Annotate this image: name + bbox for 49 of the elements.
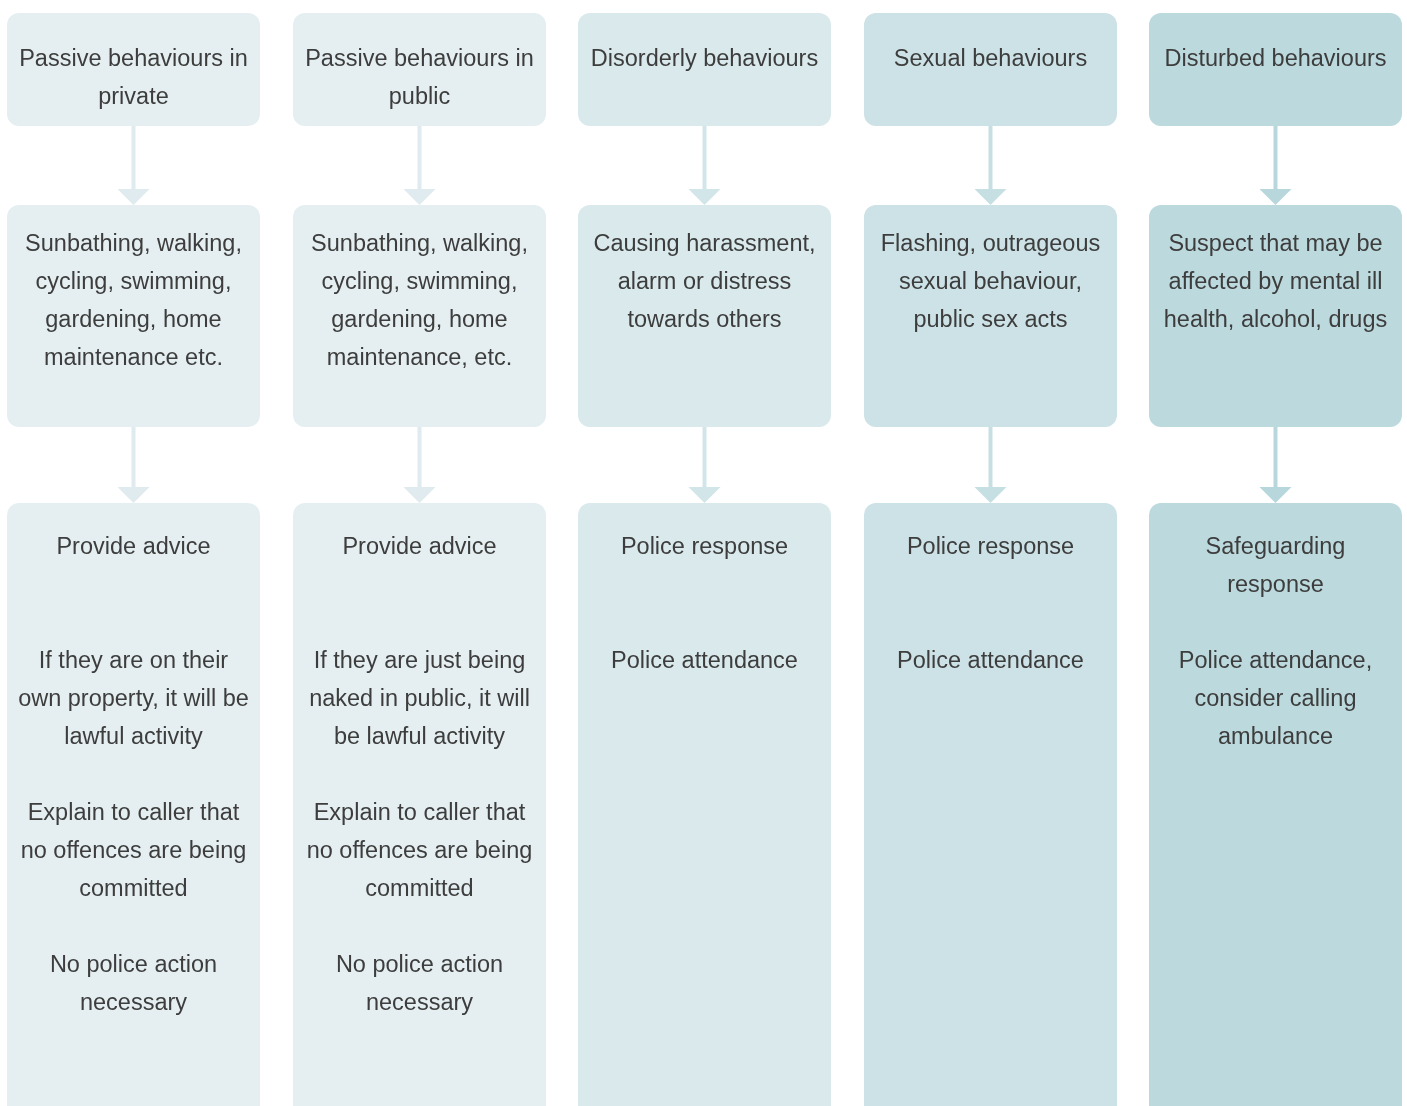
- box-text: Explain to caller that no offences are being committed: [19, 798, 248, 903]
- box-text: Passive behaviours in private: [18, 44, 249, 111]
- process-box: [864, 13, 1117, 126]
- box-text: Safeguarding response: [1204, 532, 1347, 599]
- arrow: [974, 427, 1007, 503]
- process-box: [864, 205, 1117, 427]
- arrow: [688, 427, 721, 503]
- process-box: [1149, 503, 1402, 1106]
- box-text: Police attendance, consider calling ambulance: [1177, 646, 1374, 751]
- box-text: Disturbed behaviours: [1164, 44, 1387, 73]
- process-box: [293, 13, 546, 126]
- box-text: Provide advice: [342, 532, 497, 561]
- process-box: [7, 13, 260, 126]
- box-text: Sexual behaviours: [893, 44, 1088, 73]
- box-text: Police attendance: [611, 646, 798, 675]
- process-box: [1149, 205, 1402, 427]
- process-box: [293, 503, 546, 1106]
- arrow: [117, 126, 150, 205]
- box-text: If they are just being naked in public, it will be lawful activity: [308, 646, 531, 751]
- box-text: Flashing, outrageous sexual behaviour, public sex acts: [879, 229, 1102, 334]
- box-text: Explain to caller that no offences are being committed: [305, 798, 534, 903]
- box-text: Causing harassment, alarm or distress towards others: [592, 229, 817, 334]
- box-text: Police attendance: [897, 646, 1084, 675]
- arrow: [117, 427, 150, 503]
- arrow: [974, 126, 1007, 205]
- process-box: [1149, 13, 1402, 126]
- box-text: No police action necessary: [48, 950, 219, 1017]
- arrow: [403, 427, 436, 503]
- process-box: [864, 503, 1117, 1106]
- arrow: [1259, 126, 1292, 205]
- box-text: If they are on their own property, it will be lawful activity: [17, 646, 250, 751]
- box-text: No police action necessary: [334, 950, 505, 1017]
- box-text: Police response: [620, 532, 789, 561]
- process-box: [293, 205, 546, 427]
- box-text: Provide advice: [56, 532, 211, 561]
- arrow: [688, 126, 721, 205]
- box-text: Sunbathing, walking, cycling, swimming, gardening, home maintenance etc.: [24, 229, 243, 372]
- arrow: [1259, 427, 1292, 503]
- process-box: [578, 205, 831, 427]
- box-text: Disorderly behaviours: [590, 44, 819, 73]
- process-box: [7, 205, 260, 427]
- box-text: Police response: [906, 532, 1075, 561]
- box-text: Suspect that may be affected by mental ill health, alcohol, drugs: [1162, 229, 1389, 334]
- box-text: Passive behaviours in public: [304, 44, 535, 111]
- process-box: [578, 503, 831, 1106]
- process-box: [7, 503, 260, 1106]
- box-text: Sunbathing, walking, cycling, swimming, gardening, home maintenance, etc.: [310, 229, 529, 372]
- process-box: [578, 13, 831, 126]
- arrow: [403, 126, 436, 205]
